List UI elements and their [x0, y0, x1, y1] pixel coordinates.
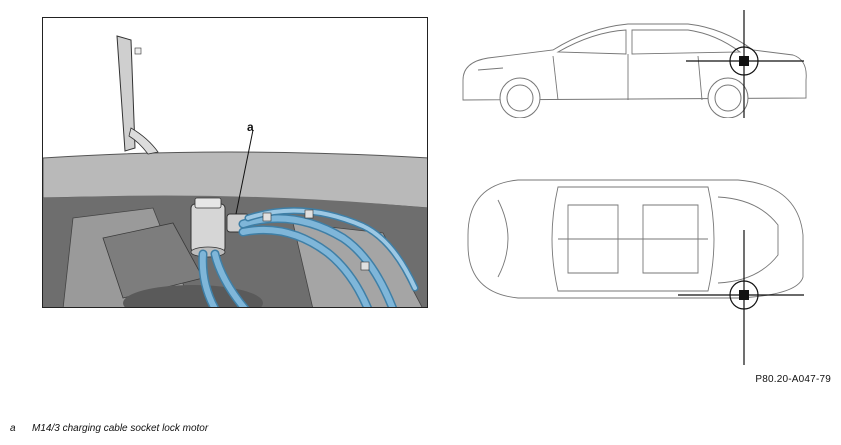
charging-socket-illustration	[43, 18, 427, 307]
vehicle-top-view	[467, 179, 804, 365]
callout-a-label: a	[247, 120, 254, 134]
legend-text: M14/3 charging cable socket lock motor	[32, 423, 209, 434]
vehicle-side-view	[462, 10, 807, 118]
figure-reference-code: P80.20-A047-79	[755, 374, 831, 385]
detail-illustration	[42, 17, 428, 308]
legend-key: a	[10, 423, 16, 434]
legend: a M14/3 charging cable socket lock motor	[10, 423, 208, 434]
